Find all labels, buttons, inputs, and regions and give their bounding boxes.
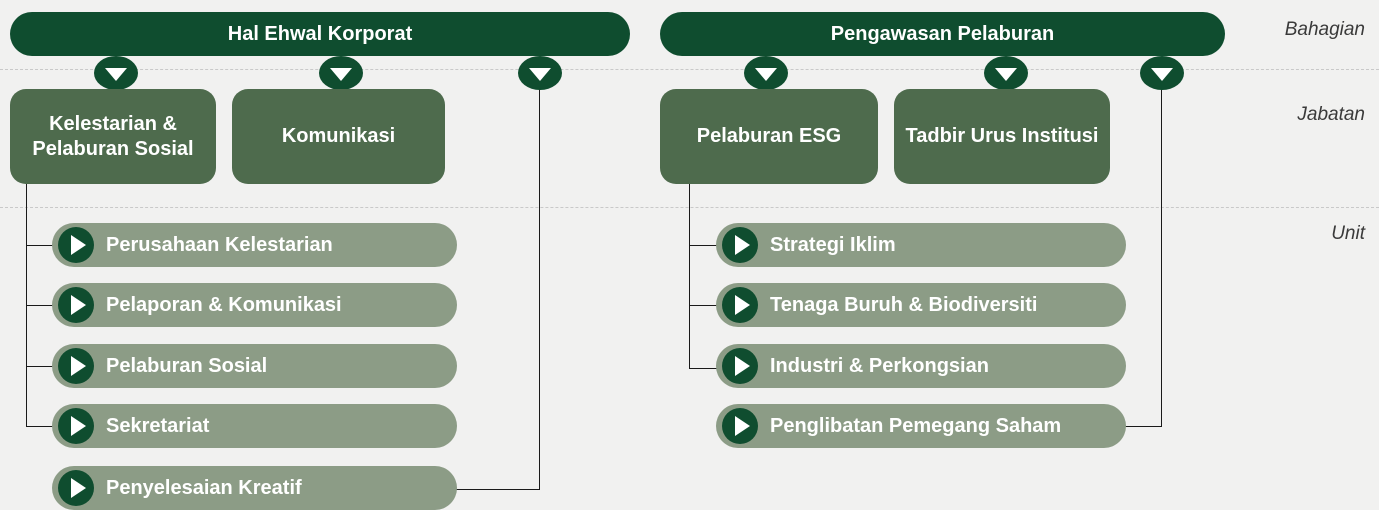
division-pengawasan-pelaburan: Pengawasan Pelaburan [660, 12, 1225, 56]
division-hal-ehwal-korporat: Hal Ehwal Korporat [10, 12, 630, 56]
connector-line [689, 305, 719, 306]
connector-line [455, 489, 540, 490]
connector-line [689, 368, 719, 369]
unit-item: Tenaga Buruh & Biodiversiti [716, 283, 1126, 327]
unit-label: Penyelesaian Kreatif [106, 476, 302, 499]
connector-line [26, 180, 27, 426]
connector-line [689, 180, 690, 369]
play-icon [58, 287, 94, 323]
chevron-down-icon [1140, 56, 1184, 90]
connector-line [26, 305, 56, 306]
connector-line [1124, 426, 1162, 427]
play-icon [58, 348, 94, 384]
play-icon [722, 408, 758, 444]
unit-item: Industri & Perkongsian [716, 344, 1126, 388]
chevron-down-icon [518, 56, 562, 90]
unit-label: Pelaburan Sosial [106, 354, 268, 377]
connector-line [1161, 82, 1162, 427]
unit-item: Penglibatan Pemegang Saham [716, 404, 1126, 448]
unit-label: Perusahaan Kelestarian [106, 233, 333, 256]
unit-label: Penglibatan Pemegang Saham [770, 414, 1062, 437]
play-icon [58, 227, 94, 263]
play-icon [58, 470, 94, 506]
department-box: Kelestarian & Pelaburan Sosial [10, 89, 216, 184]
connector-line [689, 245, 719, 246]
connector-line [26, 426, 56, 427]
department-box: Pelaburan ESG [660, 89, 878, 184]
unit-label: Sekretariat [106, 414, 210, 437]
play-icon [722, 227, 758, 263]
play-icon [722, 287, 758, 323]
unit-item: Pelaburan Sosial [52, 344, 457, 388]
unit-label: Pelaporan & Komunikasi [106, 293, 342, 316]
connector-line [26, 245, 56, 246]
unit-item: Sekretariat [52, 404, 457, 448]
level-separator [0, 69, 1379, 70]
connector-line [26, 366, 56, 367]
department-box: Komunikasi [232, 89, 445, 184]
chevron-down-icon [319, 56, 363, 90]
unit-item: Perusahaan Kelestarian [52, 223, 457, 267]
level-label-department: Jabatan [1297, 104, 1365, 125]
level-label-division: Bahagian [1284, 19, 1365, 40]
connector-line [539, 82, 540, 490]
unit-item: Penyelesaian Kreatif [52, 466, 457, 510]
unit-item: Pelaporan & Komunikasi [52, 283, 457, 327]
chevron-down-icon [744, 56, 788, 90]
unit-item: Strategi Iklim [716, 223, 1126, 267]
level-label-unit: Unit [1331, 223, 1365, 244]
department-box: Tadbir Urus Institusi [894, 89, 1110, 184]
chevron-down-icon [984, 56, 1028, 90]
play-icon [722, 348, 758, 384]
unit-label: Strategi Iklim [770, 233, 896, 256]
unit-label: Industri & Perkongsian [770, 354, 989, 377]
unit-label: Tenaga Buruh & Biodiversiti [770, 293, 1038, 316]
play-icon [58, 408, 94, 444]
chevron-down-icon [94, 56, 138, 90]
